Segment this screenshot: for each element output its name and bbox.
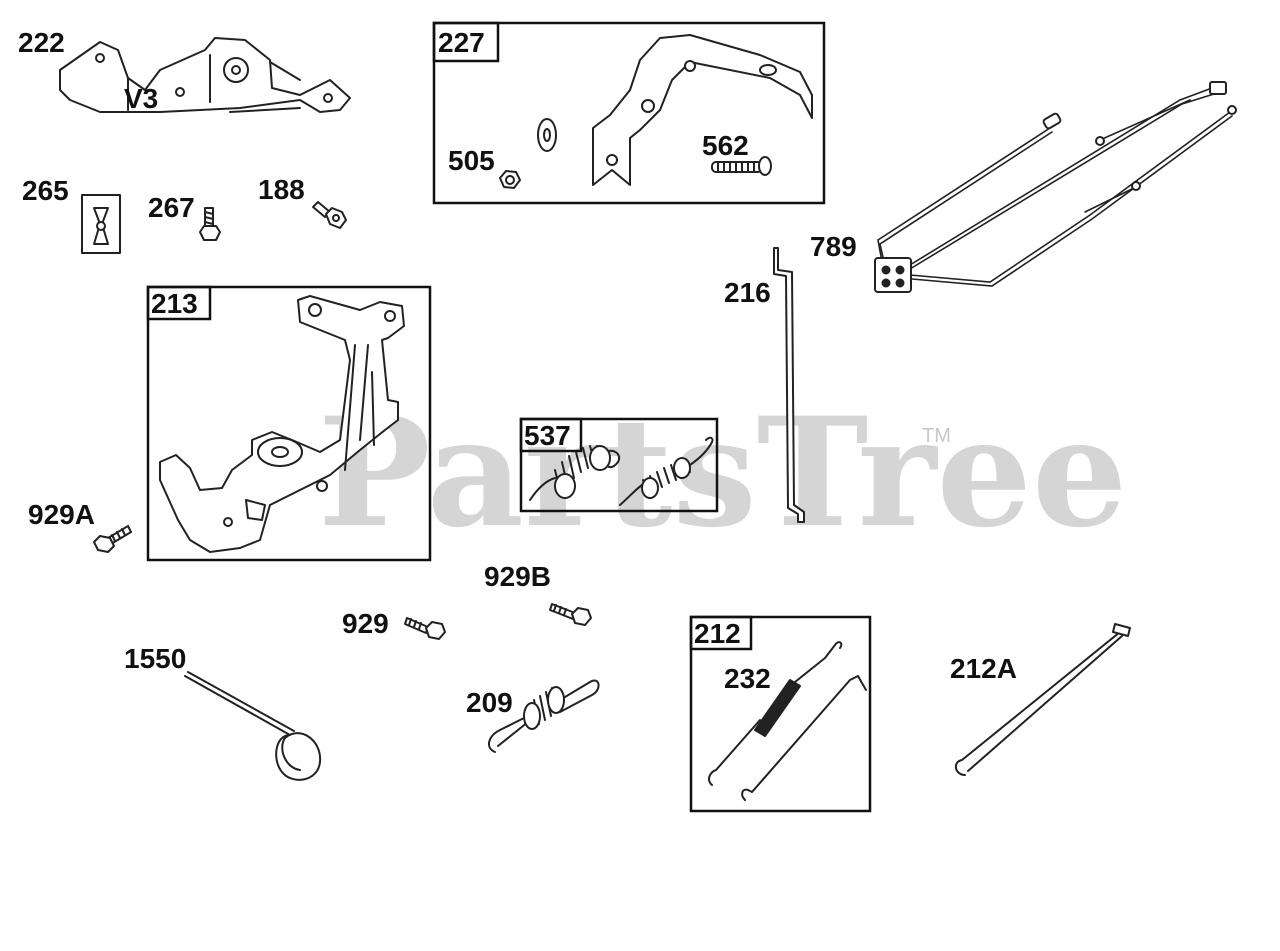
part-537-label-box bbox=[519, 417, 583, 453]
part-265-drawing[interactable] bbox=[81, 194, 121, 254]
part-213-label: 213 bbox=[151, 288, 198, 319]
part-213-drawing[interactable] bbox=[159, 295, 405, 553]
part-188-label: 188 bbox=[258, 174, 305, 205]
part-789-label: 789 bbox=[810, 231, 857, 262]
part-789-drawing[interactable] bbox=[874, 81, 1237, 293]
part-929-label: 929 bbox=[342, 608, 389, 639]
part-929b-label: 929B bbox=[484, 561, 551, 592]
part-212a-drawing[interactable] bbox=[954, 623, 1131, 776]
part-212-drawing[interactable] bbox=[708, 641, 867, 801]
part-265-label: 265 bbox=[22, 175, 69, 206]
part-222-drawing[interactable] bbox=[59, 37, 351, 113]
part-212-label: 212 bbox=[694, 618, 741, 649]
part-213-box bbox=[146, 285, 432, 562]
part-929-drawing[interactable] bbox=[404, 617, 446, 640]
part-209-drawing[interactable] bbox=[488, 679, 600, 753]
part-216-label: 216 bbox=[724, 277, 771, 308]
part-562-label: 562 bbox=[702, 130, 749, 161]
part-212-label-box bbox=[689, 615, 753, 651]
part-929a-label: 929A bbox=[28, 499, 95, 530]
part-537-label: 537 bbox=[524, 420, 571, 451]
watermark-trademark: TM bbox=[922, 425, 951, 447]
part-227-label: 227 bbox=[438, 27, 485, 58]
part-537-box bbox=[519, 417, 719, 513]
part-227-box bbox=[432, 21, 826, 205]
part-v3-label: V3 bbox=[124, 83, 158, 114]
part-1550-drawing[interactable] bbox=[184, 671, 322, 781]
part-227-label-box bbox=[432, 21, 500, 63]
part-505-label: 505 bbox=[448, 145, 495, 176]
part-209-label: 209 bbox=[466, 687, 513, 718]
part-267-drawing[interactable] bbox=[199, 207, 221, 241]
part-212a-label: 212A bbox=[950, 653, 1017, 684]
part-929a-drawing[interactable] bbox=[93, 525, 132, 553]
part-188-drawing[interactable] bbox=[312, 201, 347, 229]
part-1550-label: 1550 bbox=[124, 643, 186, 674]
watermark-text: PartsTree bbox=[318, 385, 1127, 561]
part-222-label: 222 bbox=[18, 27, 65, 58]
part-562-drawing[interactable] bbox=[711, 156, 772, 176]
part-929b-drawing[interactable] bbox=[549, 603, 592, 626]
part-212-box bbox=[689, 615, 872, 813]
part-505-drawing[interactable] bbox=[499, 118, 557, 189]
part-232-label: 232 bbox=[724, 663, 771, 694]
part-213-label-box bbox=[146, 285, 212, 321]
part-216-drawing[interactable] bbox=[773, 247, 805, 523]
part-227-drawing[interactable] bbox=[592, 34, 813, 186]
part-267-label: 267 bbox=[148, 192, 195, 223]
part-537-drawing[interactable] bbox=[529, 436, 714, 506]
